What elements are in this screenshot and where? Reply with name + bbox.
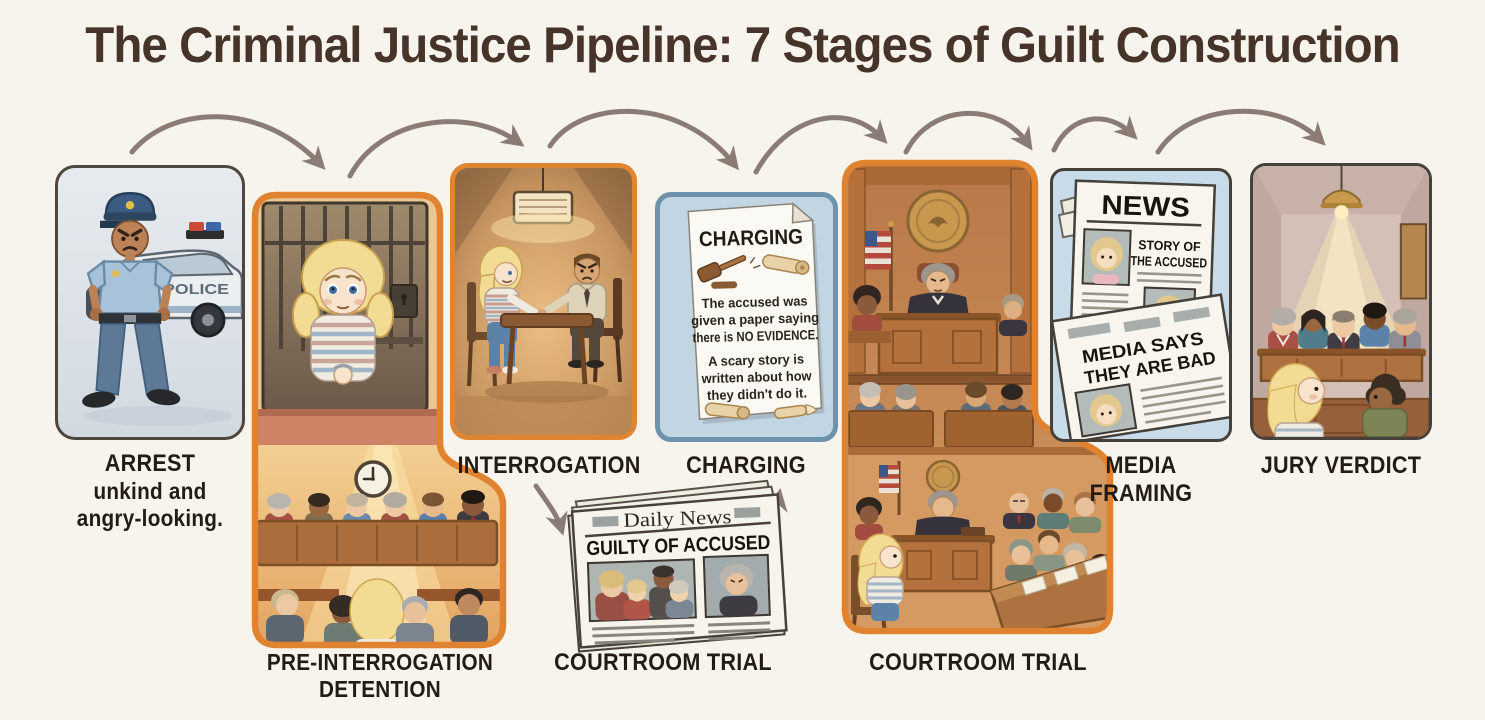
charging-illustration: CHARGING The accused was given a paper s…	[687, 202, 825, 425]
panel-charging: CHARGING The accused was given a paper s…	[655, 192, 838, 442]
stage-label: COURTROOM TRIAL	[869, 649, 1087, 676]
charging-paper: CHARGING The accused was given a paper s…	[687, 202, 825, 425]
newspaper-courtroom-trial: Daily News GUILTY OF ACCUSED	[567, 479, 788, 653]
courtroom-upper-scene	[845, 163, 1040, 448]
news-headline-line: STORY OF	[1138, 237, 1201, 254]
caption-interrogation: INTERROGATION	[457, 452, 641, 480]
detention-jury-scene	[255, 445, 503, 645]
media-framing-illustration: NEWS STORY OF THE ACCUSED	[1053, 179, 1229, 439]
caption-pre-interrogation-detention: PRE-INTERROGATION DETENTION	[254, 649, 506, 703]
arrow-6	[1051, 115, 1138, 153]
stage-label: ARREST	[104, 450, 196, 477]
accused-photo	[1074, 383, 1138, 438]
arrow-1	[129, 114, 326, 170]
caption-jury-verdict: JURY VERDICT	[1257, 452, 1424, 480]
hanging-lamp-icon	[1320, 166, 1363, 220]
us-flag-icon	[865, 221, 894, 311]
charging-text-line: there is NO EVIDENCE.	[692, 327, 818, 345]
panel-arrest: POLICE	[55, 165, 245, 440]
panel-pre-interrogation-detention	[251, 191, 507, 649]
arrow-5	[903, 111, 1033, 155]
judge	[906, 263, 970, 323]
orange-panel-border	[841, 159, 1114, 635]
stage-label: DETENTION	[318, 675, 442, 702]
scroll-icon	[773, 404, 818, 420]
caption-courtroom-trial-news: COURTROOM TRIAL	[548, 649, 778, 677]
court-seal-icon	[925, 459, 961, 495]
caption-media-framing: MEDIA FRAMING	[1057, 452, 1224, 508]
newspaper-photo	[702, 553, 771, 619]
door	[1399, 223, 1427, 300]
stage-label: JURY VERDICT	[1260, 452, 1422, 479]
judge-bench	[877, 317, 999, 375]
ceiling-light-icon	[491, 190, 595, 243]
newspaper-masthead: Daily News	[623, 506, 732, 532]
police-officer	[82, 191, 181, 408]
charging-text-line: they didn't do it.	[707, 385, 807, 403]
arrest-illustration: POLICE	[82, 191, 242, 426]
stage-label: COURTROOM TRIAL	[554, 649, 772, 676]
police-car-text: POLICE	[163, 281, 229, 298]
detained-girl	[292, 239, 394, 385]
panel-interrogation	[450, 163, 637, 440]
news-masthead: NEWS	[1101, 189, 1191, 223]
charging-text-line: given a paper saying	[691, 310, 819, 328]
interrogation-table	[500, 313, 594, 385]
arrow-3	[547, 109, 740, 171]
interrogation-illustration	[455, 168, 632, 435]
defendant-girl	[851, 533, 904, 631]
detective	[537, 253, 623, 383]
charging-text-line: A scary story is	[708, 351, 804, 369]
caption-charging: CHARGING	[662, 452, 829, 480]
scroll-icon	[704, 402, 751, 420]
stage-label: PRE-INTERROGATION	[266, 649, 494, 675]
us-flag-icon	[879, 461, 901, 515]
charging-text-line: written about how	[700, 368, 812, 386]
panel-media-framing: NEWS STORY OF THE ACCUSED	[1050, 168, 1232, 442]
jury-box	[989, 530, 1110, 631]
page-title: The Criminal Justice Pipeline: 7 Stages …	[85, 17, 1400, 73]
panel-jury-verdict	[1250, 163, 1432, 440]
orange-panel-border	[251, 191, 507, 649]
gallery-people	[1003, 488, 1101, 533]
jury-verdict-illustration	[1253, 166, 1429, 437]
accused-photo	[1081, 228, 1132, 287]
news-paper-2: MEDIA SAYS THEY ARE BAD	[1053, 293, 1229, 439]
gavel-icon	[697, 255, 747, 283]
newspaper-photo	[586, 558, 697, 623]
jurors	[1268, 302, 1421, 355]
stage-label: MEDIA FRAMING	[1089, 452, 1193, 508]
handcuffs-icon	[332, 363, 354, 371]
courtroom-lower-scene	[845, 447, 1110, 631]
clock-icon	[354, 460, 392, 498]
caption-courtroom-trial: COURTROOM TRIAL	[854, 649, 1102, 677]
defendant-man	[1361, 373, 1408, 437]
stage-label: INTERROGATION	[457, 452, 641, 479]
charging-text-line: The accused was	[701, 293, 807, 311]
scroll-icon	[762, 254, 810, 275]
news-headline-line: THE ACCUSED	[1130, 253, 1207, 271]
panel-courtroom-trial	[841, 159, 1114, 635]
court-seal-icon	[906, 189, 970, 253]
charging-paper-title: CHARGING	[699, 225, 804, 251]
defendant-girl	[1267, 362, 1326, 437]
stage-label: CHARGING	[686, 452, 806, 479]
arrow-7	[1155, 108, 1326, 155]
courtroom-audience	[848, 382, 1034, 448]
caption-arrest: ARREST unkind and angry-looking.	[65, 450, 236, 532]
